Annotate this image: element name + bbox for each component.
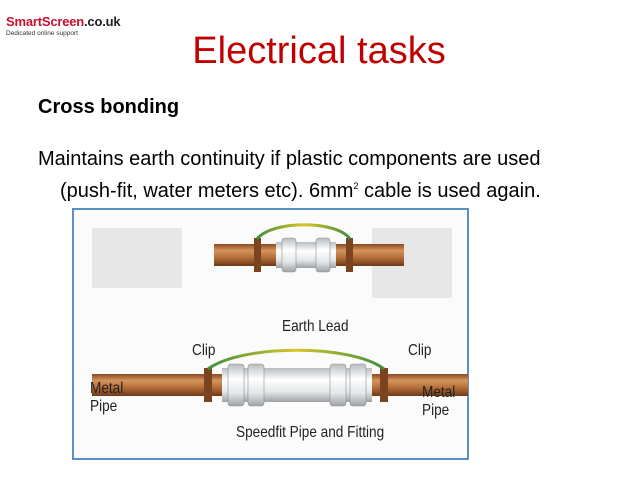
clip-icon	[380, 368, 388, 402]
slide-title: Electrical tasks	[192, 30, 446, 72]
copper-pipe-right	[372, 374, 468, 396]
slide-body: Maintains earth continuity if plastic co…	[38, 146, 618, 205]
clip-icon	[254, 238, 261, 272]
label-metal-pipe-right: Metal Pipe	[422, 384, 456, 419]
label-fitting: Speedfit Pipe and Fitting	[236, 424, 385, 441]
earth-wire	[207, 348, 385, 371]
logo-brand: SmartScreen	[6, 14, 85, 29]
body-line-1: Maintains earth continuity if plastic co…	[38, 148, 541, 170]
clip-icon	[204, 368, 212, 402]
label-clip-right: Clip	[408, 342, 432, 359]
top-pipe-assembly	[214, 223, 404, 273]
earth-wire	[255, 223, 352, 241]
copper-pipe-left	[92, 374, 222, 396]
copper-pipe-right	[320, 244, 404, 266]
clip-icon	[346, 238, 353, 272]
label-clip-left: Clip	[192, 342, 216, 359]
label-earth-lead: Earth Lead	[282, 318, 349, 335]
superscript: 2	[353, 181, 359, 191]
body-line-2: (push-fit, water meters etc). 6mm2 cable…	[60, 180, 541, 202]
label-metal-pipe-left: Metal Pipe	[90, 380, 124, 415]
plastic-fitting	[222, 368, 372, 402]
slide-subtitle: Cross bonding	[38, 96, 180, 118]
copper-pipe-left	[214, 244, 284, 266]
diagram-svg	[72, 208, 469, 460]
logo-tld: .co.uk	[84, 14, 121, 29]
background-watermark	[92, 228, 452, 298]
cross-bonding-diagram: Earth Lead Clip Clip Metal Pipe Metal Pi…	[72, 208, 469, 460]
bottom-pipe-assembly	[92, 348, 468, 407]
logo-tagline: Dedicated online support	[6, 30, 78, 37]
logo: SmartScreen.co.uk Dedicated online suppo…	[6, 14, 121, 37]
